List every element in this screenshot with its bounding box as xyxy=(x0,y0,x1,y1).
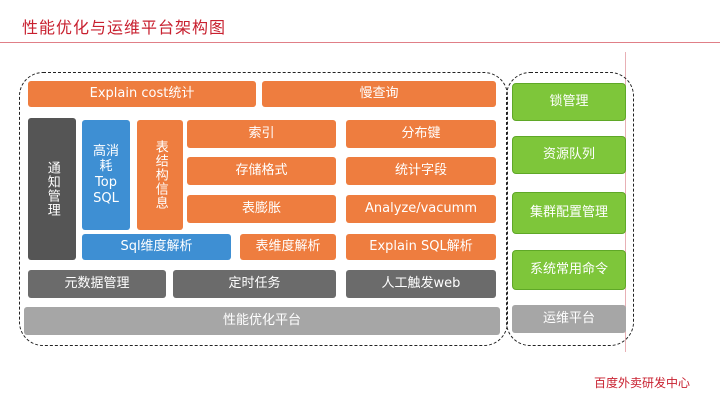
lock-manage-box: 锁管理 xyxy=(512,83,626,121)
top-sql-line-1: 高消 xyxy=(92,143,119,159)
ops-platform-group xyxy=(506,72,634,346)
system-common-commands-label: 系统常用命令 xyxy=(529,262,608,278)
metadata-manage-box: 元数据管理 xyxy=(28,270,166,298)
explain-sql-analysis-label: Explain SQL解析 xyxy=(369,239,473,255)
manual-trigger-web-box: 人工触发web xyxy=(346,270,496,298)
storage-format-box: 存储格式 xyxy=(187,157,336,185)
slow-query-label: 慢查询 xyxy=(359,86,399,102)
resource-queue-box: 资源队列 xyxy=(512,136,626,174)
analyze-vacuum-box: Analyze/vacumm xyxy=(346,195,496,223)
explain-cost-stats-label: Explain cost统计 xyxy=(89,86,195,102)
sql-dimension-analysis-label: Sql维度解析 xyxy=(120,239,193,255)
scheduled-tasks-label: 定时任务 xyxy=(228,276,281,292)
notify-manage-box: 通知管理 xyxy=(28,118,76,260)
sql-dimension-analysis-box: Sql维度解析 xyxy=(82,234,231,260)
notify-manage-label: 通知管理 xyxy=(44,161,60,217)
footer-credit: 百度外卖研发中心 xyxy=(593,376,690,390)
system-common-commands-box: 系统常用命令 xyxy=(512,250,626,290)
slow-query-box: 慢查询 xyxy=(262,81,496,107)
top-sql-line-2: 耗 xyxy=(99,159,113,175)
storage-format-label: 存储格式 xyxy=(235,163,288,179)
metadata-manage-label: 元数据管理 xyxy=(64,276,130,292)
page-title: 性能优化与运维平台架构图 xyxy=(22,18,227,37)
stat-fields-box: 统计字段 xyxy=(346,157,496,185)
cluster-config-manage-label: 集群配置管理 xyxy=(529,205,608,221)
cluster-config-manage-box: 集群配置管理 xyxy=(512,192,626,234)
lock-manage-label: 锁管理 xyxy=(549,94,589,110)
analyze-vacuum-label: Analyze/vacumm xyxy=(365,201,477,217)
index-box: 索引 xyxy=(187,120,336,148)
index-label: 索引 xyxy=(248,126,275,142)
table-structure-info-label: 表结构信息 xyxy=(152,140,168,210)
ops-platform-label: 运维平台 xyxy=(542,311,595,327)
top-sql-line-4: SQL xyxy=(93,190,119,206)
table-dimension-analysis-label: 表维度解析 xyxy=(255,239,321,255)
perf-platform-bar: 性能优化平台 xyxy=(24,307,500,335)
scheduled-tasks-box: 定时任务 xyxy=(173,270,336,298)
table-structure-info-box: 表结构信息 xyxy=(137,120,183,230)
title-divider xyxy=(0,42,720,43)
table-bloat-label: 表膨胀 xyxy=(241,201,281,217)
explain-sql-analysis-box: Explain SQL解析 xyxy=(346,234,496,260)
manual-trigger-web-label: 人工触发web xyxy=(381,276,461,292)
stat-fields-label: 统计字段 xyxy=(394,163,447,179)
distribution-key-label: 分布键 xyxy=(401,126,441,142)
resource-queue-label: 资源队列 xyxy=(542,147,595,163)
table-bloat-box: 表膨胀 xyxy=(187,195,336,223)
distribution-key-box: 分布键 xyxy=(346,120,496,148)
top-sql-line-3: Top xyxy=(95,175,117,190)
ops-platform-bar: 运维平台 xyxy=(512,305,626,333)
perf-platform-group xyxy=(19,72,508,346)
high-cost-top-sql-box: 高消 耗 Top SQL xyxy=(82,120,130,230)
perf-platform-label: 性能优化平台 xyxy=(222,313,301,329)
explain-cost-stats-box: Explain cost统计 xyxy=(28,81,256,107)
table-dimension-analysis-box: 表维度解析 xyxy=(240,234,336,260)
